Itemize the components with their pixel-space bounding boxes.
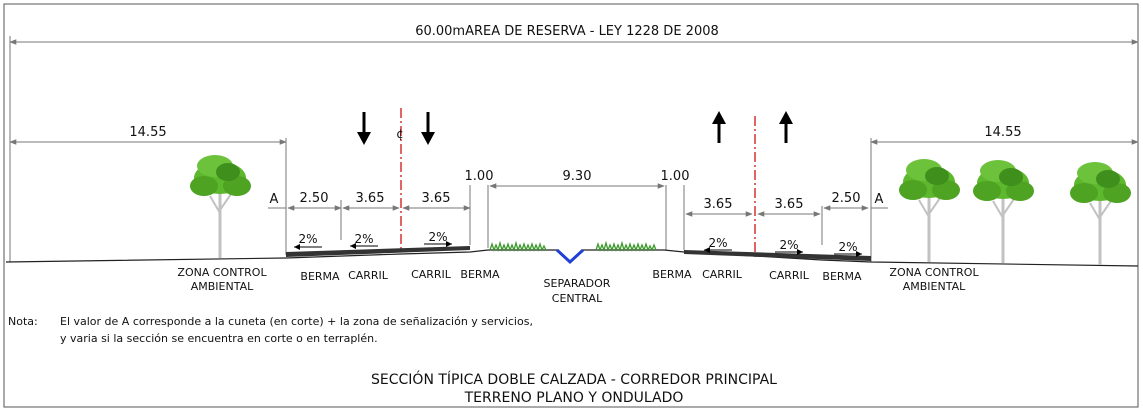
left-carriageway-dimensions: A 2.50 3.65 3.65 1.00 <box>268 169 493 248</box>
left-pavement <box>286 246 470 257</box>
carril-r1-width: 3.65 <box>704 197 733 212</box>
carril-r2-width: 3.65 <box>775 197 804 212</box>
slope-label: 2% <box>298 232 317 246</box>
element-labels: ZONA CONTROL AMBIENTAL BERMA CARRIL CARR… <box>177 266 979 305</box>
zona-right-label-2: AMBIENTAL <box>903 280 966 293</box>
berma-inner-left-width: 1.00 <box>465 169 494 184</box>
berma-inner-right-width: 1.00 <box>661 169 690 184</box>
slope-label: 2% <box>428 230 447 244</box>
slope-label: 2% <box>354 232 373 246</box>
separator-width: 9.30 <box>563 169 592 184</box>
zona-left-label-1: ZONA CONTROL <box>177 266 267 279</box>
berma-label: BERMA <box>652 268 692 281</box>
tree-icon <box>897 157 962 264</box>
tree-icon <box>188 153 253 260</box>
berma-outer-left-width: 2.50 <box>300 191 329 206</box>
separator-drain <box>555 248 585 265</box>
carril-label: CARRIL <box>348 269 389 282</box>
note-label: Nota: <box>8 315 38 328</box>
carril-l1-width: 3.65 <box>356 191 385 206</box>
reserve-label: 60.00mAREA DE RESERVA - LEY 1228 DE 2008 <box>415 24 719 39</box>
berma-label: BERMA <box>460 268 500 281</box>
separator-label-2: CENTRAL <box>552 292 603 305</box>
note-line-2: y varia si la sección se encuentra en co… <box>60 332 378 345</box>
down-arrow-icon <box>421 112 435 145</box>
down-arrow-icon <box>357 112 371 145</box>
a-right-label: A <box>875 192 884 207</box>
carril-l2-width: 3.65 <box>422 191 451 206</box>
zone-right-width: 14.55 <box>984 125 1021 140</box>
carril-label: CARRIL <box>702 268 743 281</box>
centerline-symbol: ¢ <box>396 127 404 141</box>
carril-label: CARRIL <box>769 269 810 282</box>
tree-icon <box>1068 160 1133 267</box>
up-arrow-icon <box>712 111 726 143</box>
slope-label: 2% <box>779 238 798 252</box>
right-carriageway-dimensions: 1.00 3.65 3.65 2.50 A <box>661 169 888 250</box>
title-line-2: TERRENO PLANO Y ONDULADO <box>464 390 684 406</box>
berma-label: BERMA <box>300 270 340 283</box>
carril-label: CARRIL <box>411 268 452 281</box>
berma-outer-right-width: 2.50 <box>832 191 861 206</box>
frame-border <box>3 3 1139 408</box>
zona-right-label-1: ZONA CONTROL <box>889 266 979 279</box>
title-line-1: SECCIÓN TÍPICA DOBLE CALZADA - CORREDOR … <box>371 370 777 388</box>
note-line-1: El valor de A corresponde a la cuneta (e… <box>60 315 533 328</box>
berma-label: BERMA <box>822 270 862 283</box>
slope-label: 2% <box>708 236 727 250</box>
right-pavement <box>684 250 871 261</box>
ground-line <box>5 249 1139 267</box>
separator-label-1: SEPARADOR <box>544 277 611 290</box>
up-arrow-icon <box>779 111 793 143</box>
separator-grass <box>489 240 657 253</box>
zone-left-width: 14.55 <box>129 125 166 140</box>
zona-left-label-2: AMBIENTAL <box>191 280 254 293</box>
slope-label: 2% <box>838 240 857 254</box>
a-left-label: A <box>270 192 279 207</box>
tree-icon <box>971 158 1036 265</box>
slope-markers: 2% 2% 2% 2% 2% 2% <box>294 230 862 257</box>
